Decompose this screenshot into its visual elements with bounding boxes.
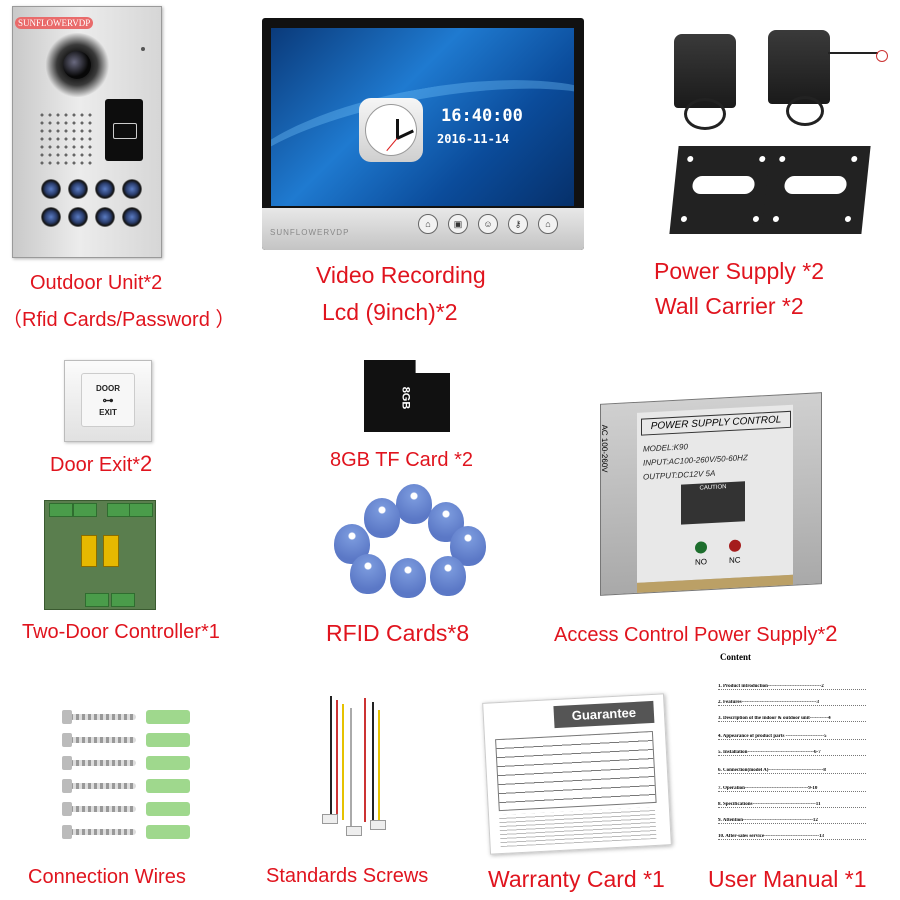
manual-title: Content xyxy=(720,652,751,662)
caption-outdoor-unit-detail: （Rfid Cards/Password ） xyxy=(2,309,236,331)
caption-door-exit: Door Exit*2 xyxy=(50,451,153,476)
screws-image xyxy=(60,710,200,840)
speaker-grille xyxy=(38,111,94,169)
monitor-brand: SUNFLOWERVDP xyxy=(270,228,350,237)
manual-row: 10. After-sales service-----------------… xyxy=(718,834,866,840)
monitor-lock-button-icon: ⌂ xyxy=(538,214,558,234)
led-no-label: NO xyxy=(695,557,707,567)
brand-watermark: SUNFLOWERVDP xyxy=(15,17,94,29)
microphone-icon xyxy=(141,47,145,51)
monitor-bezel: SUNFLOWERVDP ⌂ ▣ ☺ ⚷ ⌂ xyxy=(262,208,584,250)
caption-rfid-cards: RFID Cards*8 xyxy=(326,620,470,646)
manual-row: 6. Connection(model A)------------------… xyxy=(718,768,866,774)
monitor-key-button-icon: ⚷ xyxy=(508,214,528,234)
outdoor-unit-image: SUNFLOWERVDP xyxy=(12,6,162,258)
psbox-side-label: AC 100-260V xyxy=(600,424,609,473)
manual-row: 2. Features-----------------------------… xyxy=(718,700,866,706)
manual-row: 1. Product introduction-----------------… xyxy=(718,684,866,690)
caption-user-manual: User Manual *1 xyxy=(708,866,867,892)
wires-image xyxy=(318,696,398,846)
caption-video-recording: Video Recording xyxy=(316,262,486,288)
caption-access-power: Access Control Power Supply*2 xyxy=(554,621,838,646)
power-adapter-1 xyxy=(670,28,740,130)
manual-row: 5. Installation-------------------------… xyxy=(718,750,866,756)
power-adapter-2 xyxy=(764,22,888,126)
manual-row: 4. Appearance of product parts ---------… xyxy=(718,734,866,740)
warranty-card-image: Guarantee xyxy=(482,693,672,855)
tf-card-image: 8GB xyxy=(364,360,450,432)
rfid-cards-image xyxy=(330,484,490,612)
caption-connection-wires: Connection Wires xyxy=(28,866,186,888)
psbox-caution-label: CAUTION xyxy=(681,481,745,525)
psbox-model: MODEL:K90 xyxy=(643,442,688,454)
caption-lcd: Lcd (9inch)*2 xyxy=(322,299,458,325)
psbox-input: INPUT:AC100-260V/50-60HZ xyxy=(643,453,748,468)
rfid-reader xyxy=(105,99,143,161)
screen-time: 16:40:00 xyxy=(441,106,523,126)
warranty-table xyxy=(495,730,657,812)
caption-outdoor-unit: Outdoor Unit*2 xyxy=(30,272,163,294)
psbox-output: OUTPUT:DC12V 5A xyxy=(643,468,716,482)
warranty-fine-print xyxy=(499,806,657,848)
psbox-title: POWER SUPPLY CONTROL xyxy=(641,410,791,436)
door-exit-label-bottom: EXIT xyxy=(99,408,117,417)
lcd-monitor-image: 16:40:00 2016-11-14 SUNFLOWERVDP ⌂ ▣ ☺ ⚷… xyxy=(262,18,584,250)
caption-power-supply: Power Supply *2 xyxy=(654,258,825,284)
access-power-supply-image: AC 100-260V POWER SUPPLY CONTROL MODEL:K… xyxy=(600,392,822,596)
monitor-user-button-icon: ☺ xyxy=(478,214,498,234)
caption-warranty: Warranty Card *1 xyxy=(488,866,665,892)
door-exit-button-image: DOOR ⊶ EXIT xyxy=(64,360,152,442)
clock-icon xyxy=(359,98,423,162)
keypad xyxy=(41,179,144,227)
monitor-home-button-icon: ⌂ xyxy=(418,214,438,234)
tf-card-text: 8GB xyxy=(399,386,412,410)
two-door-controller-image xyxy=(44,500,156,610)
screen-date: 2016-11-14 xyxy=(437,132,510,146)
user-manual-image: Content 1. Product introduction---------… xyxy=(712,646,868,842)
caption-standards-screws: Standards Screws xyxy=(266,865,429,887)
monitor-screen: 16:40:00 2016-11-14 xyxy=(271,28,574,206)
warranty-header: Guarantee xyxy=(553,700,655,729)
manual-row: 7. Operation----------------------------… xyxy=(718,786,866,792)
led-nc-icon xyxy=(729,539,741,553)
caption-controller: Two-Door Controller*1 xyxy=(22,621,220,643)
key-icon: ⊶ xyxy=(102,395,114,407)
wall-carrier-2 xyxy=(761,146,871,234)
led-nc-label: NC xyxy=(729,555,741,566)
caption-tf-card: 8GB TF Card *2 xyxy=(330,449,474,471)
door-exit-label-top: DOOR xyxy=(96,384,120,393)
led-no-icon xyxy=(695,541,707,554)
manual-row: 9. Attention----------------------------… xyxy=(718,818,866,824)
monitor-camera-button-icon: ▣ xyxy=(448,214,468,234)
manual-row: 8. Specifications-----------------------… xyxy=(718,802,866,808)
manual-row: 3. Description of the indoor & outdoor u… xyxy=(718,716,866,722)
camera-icon xyxy=(45,33,109,97)
caption-wall-carrier: Wall Carrier *2 xyxy=(655,293,804,319)
